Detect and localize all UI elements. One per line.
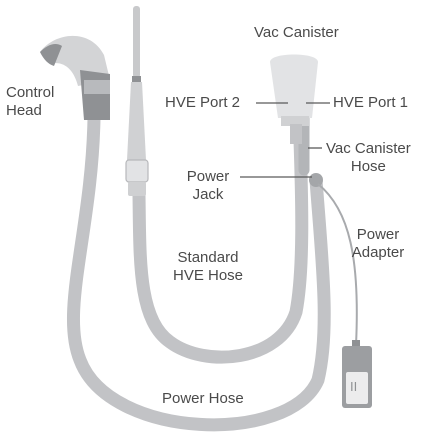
power-adapter-mark: II xyxy=(350,379,358,394)
label-vac-canister-hose-line-2: Hose xyxy=(350,158,386,175)
label-power-adapter-line-2: Adapter xyxy=(351,244,405,261)
control-head xyxy=(40,35,110,120)
vac-canister xyxy=(270,54,318,144)
power-jack xyxy=(309,173,323,187)
label-standard-hve-hose-line-2: HVE Hose xyxy=(172,267,244,284)
label-vac-canister-hose-line-1: Vac Canister xyxy=(326,140,411,157)
label-control-head-line-1: Control xyxy=(6,84,55,101)
standard-hve-hose-loop xyxy=(132,133,309,364)
label-control-head: Control Head xyxy=(6,84,54,120)
power-adapter-plug xyxy=(342,340,372,408)
label-hve-port-2: HVE Port 2 xyxy=(165,94,241,111)
power-adapter-cord xyxy=(317,183,358,346)
label-standard-hve-hose: Standard HVE Hose xyxy=(158,249,258,285)
label-vac-canister: Vac Canister xyxy=(254,24,339,41)
label-hve-port-1: HVE Port 1 xyxy=(333,94,409,111)
label-vac-canister-hose: Vac Canister Hose xyxy=(326,140,411,176)
label-power-adapter: Power Adapter xyxy=(338,226,418,262)
power-hose-loop xyxy=(66,111,331,432)
label-power-jack-line-2: Jack xyxy=(192,186,224,203)
label-power-jack: Power Jack xyxy=(180,168,236,204)
label-control-head-line-2: Head xyxy=(6,102,42,119)
label-power-jack-line-1: Power xyxy=(186,168,230,185)
label-power-adapter-line-1: Power xyxy=(356,226,400,243)
label-standard-hve-hose-line-1: Standard xyxy=(177,249,239,266)
hve-handpiece xyxy=(125,6,149,196)
label-power-hose: Power Hose xyxy=(162,390,244,407)
